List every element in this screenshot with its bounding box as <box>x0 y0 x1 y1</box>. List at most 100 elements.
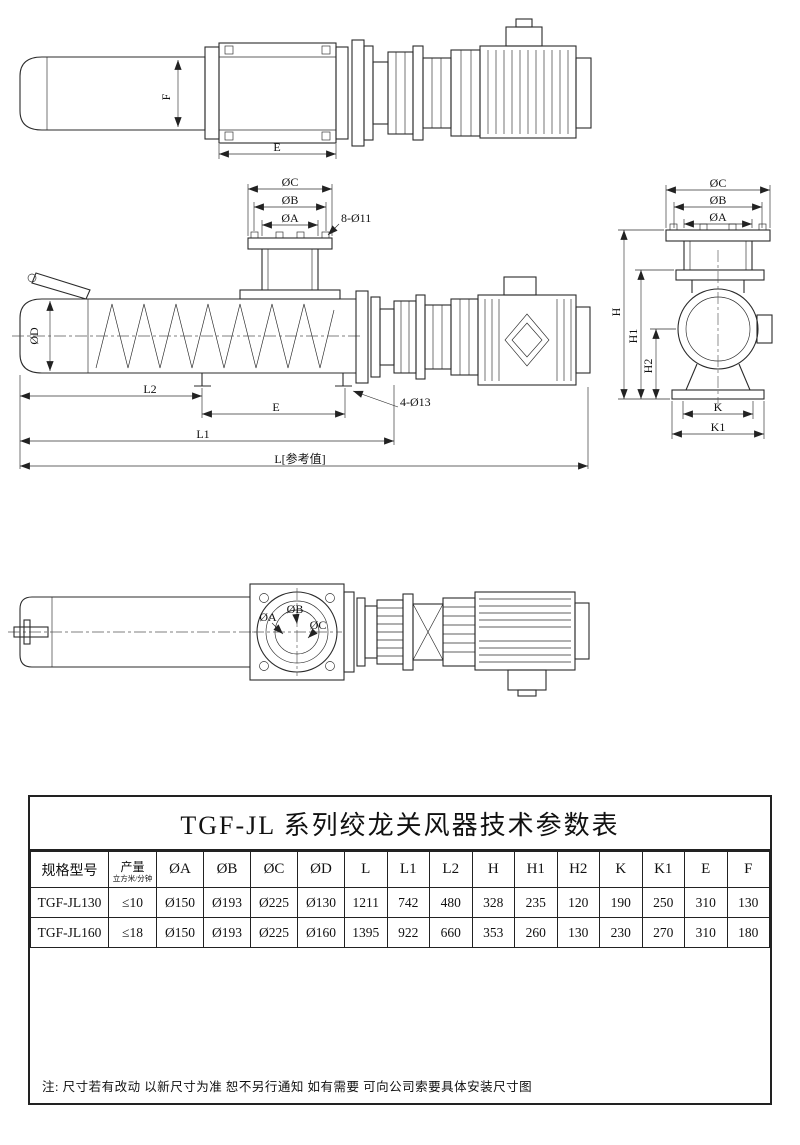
endview-body <box>665 223 773 408</box>
table-cell: 190 <box>599 887 643 918</box>
table-cell: ≤18 <box>108 917 157 948</box>
dim-label-bolts-top: 8-Ø11 <box>341 211 371 225</box>
table-cell: 353 <box>471 917 515 948</box>
dim-label-h2: H2 <box>641 359 655 374</box>
dim-label-bolts-bottom: 4-Ø13 <box>400 395 431 409</box>
dim-label-ob-plan: ØB <box>287 602 304 616</box>
table-cell: 130 <box>556 917 600 948</box>
model-cell: TGF-JL160 <box>30 917 109 948</box>
dim-label-oc: ØC <box>282 175 299 189</box>
bolt-hole <box>325 661 335 671</box>
dim-label-k: K <box>714 400 723 414</box>
dim-label-h1: H1 <box>626 329 640 344</box>
dim-endview-top: ØC ØB ØA <box>665 176 771 228</box>
dim-label-l2: L2 <box>143 382 156 396</box>
table-cell: 742 <box>386 887 430 918</box>
drawing-plan-view: ØA ØB ØC <box>8 583 590 697</box>
dim-label-f: F <box>159 93 173 100</box>
table-cell: 270 <box>641 917 685 948</box>
table-cell: 260 <box>514 917 558 948</box>
col-header-od: ØD <box>297 851 345 888</box>
dim-label-oc-end: ØC <box>710 176 727 190</box>
plan-flange: ØA ØB ØC <box>249 583 345 681</box>
brand-diamond-logo <box>504 313 550 367</box>
dim-f: F <box>159 60 182 127</box>
table-cell: 660 <box>429 917 473 948</box>
dim-label-e: E <box>273 140 280 154</box>
col-header-h2: H2 <box>556 851 600 888</box>
spec-row-tgf-jl160: TGF-JL160 ≤18 Ø150 Ø193 Ø225 Ø160 1395 9… <box>30 917 770 948</box>
col-header-h: H <box>471 851 515 888</box>
conveyor-tube <box>19 56 206 131</box>
dim-label-oa-end: ØA <box>709 210 727 224</box>
dim-label-od: ØD <box>27 327 41 345</box>
table-cell: 230 <box>599 917 643 948</box>
mounting-bracket <box>204 42 349 144</box>
drive-flange <box>351 39 374 147</box>
dim-od: ØD <box>27 301 54 371</box>
header-row: 规格型号 产量 立方米/分钟 ØA ØB ØC ØD L L1 L2 H H1 … <box>30 851 770 888</box>
dim-label-oa-plan: ØA <box>259 610 277 624</box>
dim-label-ob-end: ØB <box>710 193 727 207</box>
bolt-hole <box>325 593 335 603</box>
table-cell: Ø225 <box>250 917 298 948</box>
table-cell: Ø225 <box>250 887 298 918</box>
col-header-ob: ØB <box>203 851 251 888</box>
bolt-hole <box>259 593 269 603</box>
motor-main <box>477 276 591 386</box>
plan-motor <box>474 591 590 697</box>
inlet-flange <box>239 231 341 300</box>
table-cell: Ø130 <box>297 887 345 918</box>
dim-label-l1: L1 <box>196 427 209 441</box>
table-cell: 1211 <box>344 887 388 918</box>
capacity-label: 产量 <box>120 859 145 874</box>
dim-label-k1: K1 <box>711 420 726 434</box>
drawing-side-elevation: F E <box>19 18 592 159</box>
table-cell: 1395 <box>344 917 388 948</box>
dim-label-l-ref: L[参考值] <box>274 451 325 466</box>
model-cell: TGF-JL130 <box>30 887 109 918</box>
spec-sheet-frame: TGF-JL 系列绞龙关风器技术参数表 规格型号 产量 立方米/分钟 ØA ØB… <box>28 795 772 1105</box>
dim-endview-left: H H1 H2 <box>609 229 676 400</box>
col-header-k1: K1 <box>641 851 685 888</box>
drawing-main-section: ØC ØB ØA 8-Ø11 <box>12 175 591 470</box>
table-cell: 480 <box>429 887 473 918</box>
footer-note: 注: 尺寸若有改动 以新尺寸为准 恕不另行通知 如有需要 可向公司索要具体安装尺… <box>42 1080 533 1094</box>
col-header-model: 规格型号 <box>30 851 109 888</box>
table-cell: 310 <box>684 917 728 948</box>
table-cell: Ø193 <box>203 887 251 918</box>
technical-drawing: F E ØC ØB ØA <box>8 18 773 697</box>
dim-label-oa: ØA <box>281 211 299 225</box>
table-cell: Ø150 <box>156 917 204 948</box>
col-header-oa: ØA <box>156 851 204 888</box>
col-header-k: K <box>599 851 643 888</box>
table-cell: 120 <box>556 887 600 918</box>
table-cell: 235 <box>514 887 558 918</box>
support-legs <box>194 373 352 387</box>
bolt-hole <box>259 661 269 671</box>
col-header-h1: H1 <box>514 851 558 888</box>
table-cell: Ø193 <box>203 917 251 948</box>
dim-endview-bottom: K K1 <box>671 400 765 439</box>
dims-length: L2 E 4-Ø13 L1 L[参考值] <box>19 375 589 470</box>
spec-table: 规格型号 产量 立方米/分钟 ØA ØB ØC ØD L L1 L2 H H1 … <box>30 851 770 948</box>
drive-train-main <box>355 290 479 384</box>
motor <box>479 18 592 139</box>
shaft-end <box>13 626 49 638</box>
dim-e-top: E <box>218 140 337 159</box>
dim-label-h: H <box>609 307 623 316</box>
spec-table-title: TGF-JL 系列绞龙关风器技术参数表 <box>30 797 770 851</box>
dim-label-e-main: E <box>272 400 279 414</box>
conveyor-body <box>12 272 362 387</box>
terminal-box <box>507 669 547 691</box>
capacity-unit-label: 立方米/分钟 <box>112 873 153 883</box>
table-cell: Ø150 <box>156 887 204 918</box>
table-cell: 922 <box>386 917 430 948</box>
plan-drive-train <box>343 591 476 673</box>
dim-label-oc-plan: ØC <box>310 618 327 632</box>
dim-label-ob: ØB <box>282 193 299 207</box>
table-cell: 130 <box>726 887 770 918</box>
table-cell: ≤10 <box>108 887 157 918</box>
table-cell: Ø160 <box>297 917 345 948</box>
screw-auger <box>95 303 335 369</box>
